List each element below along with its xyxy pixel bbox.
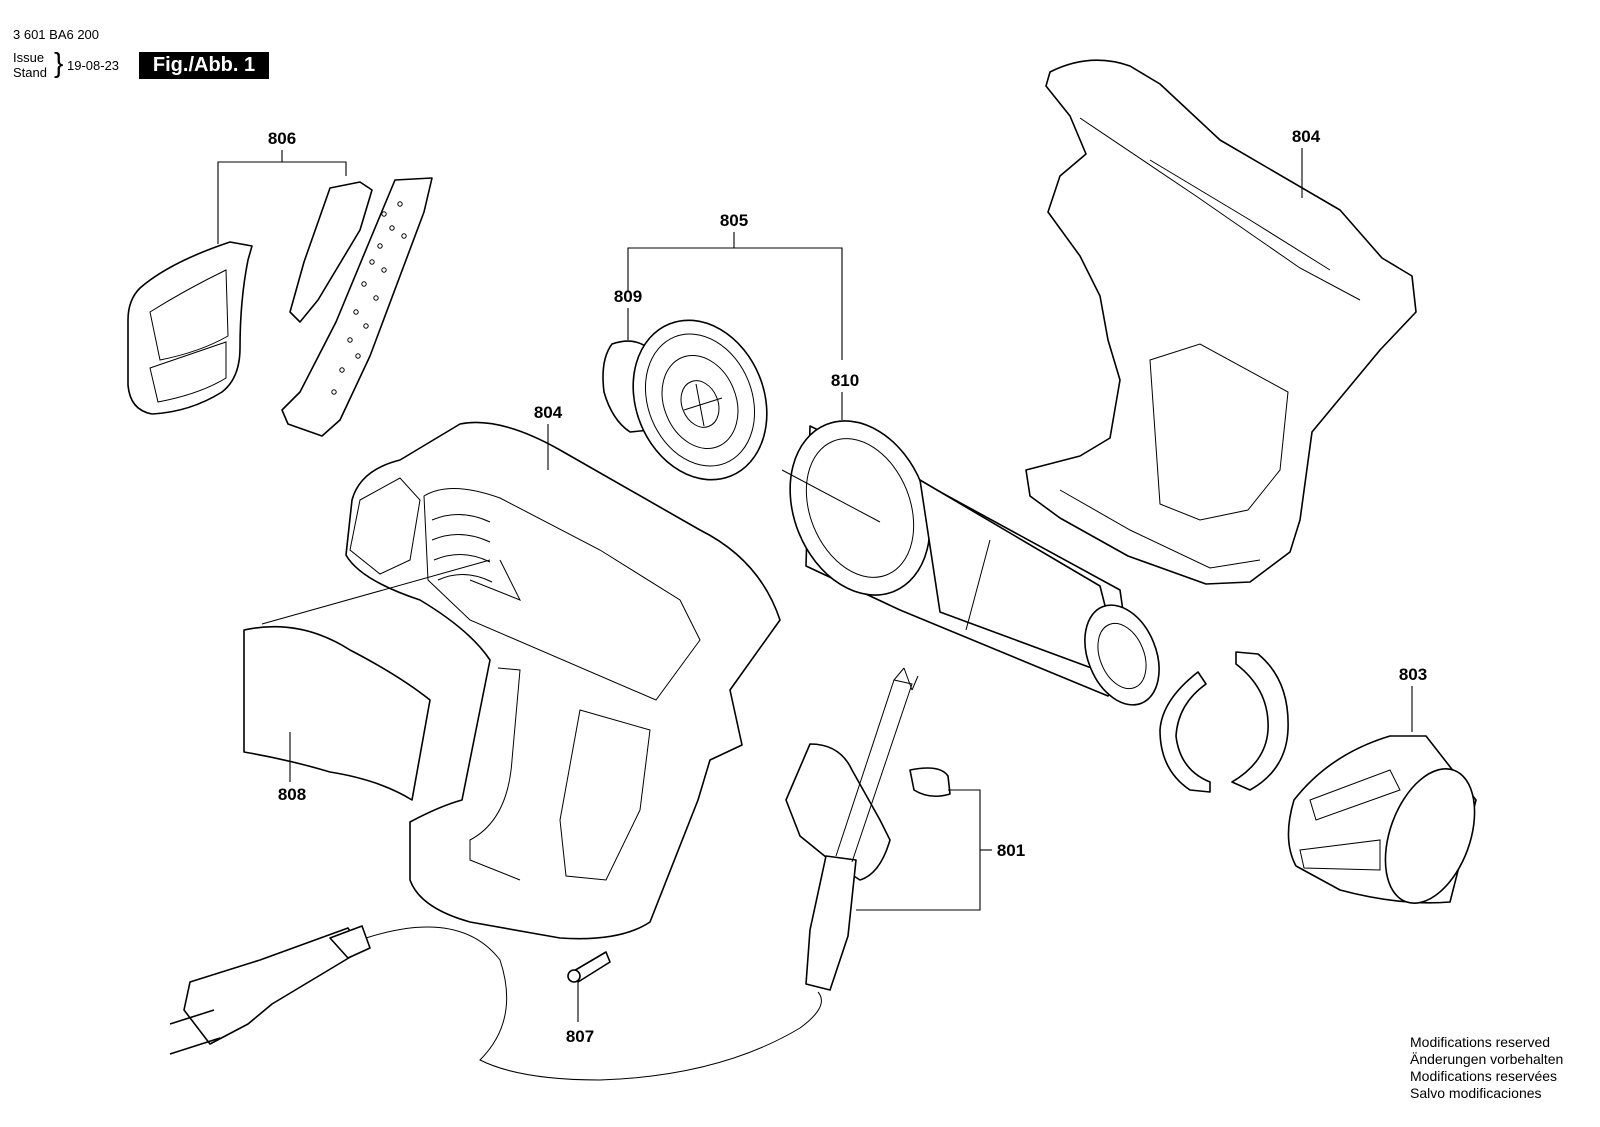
part-801-cable-strain-relief bbox=[785, 667, 951, 991]
header-brace: } bbox=[54, 47, 64, 78]
callout-806: 806 bbox=[268, 129, 296, 148]
callout-807: 807 bbox=[566, 1027, 594, 1046]
callout-804-left: 804 bbox=[534, 403, 563, 422]
part-810-heater-tube bbox=[781, 420, 1160, 706]
note-es: Salvo modificaciones bbox=[1410, 1085, 1542, 1101]
modifications-notice: Modifications reserved Änderungen vorbeh… bbox=[1410, 1034, 1563, 1102]
callout-805: 805 bbox=[720, 211, 748, 230]
part-806-circuit-board bbox=[281, 177, 433, 437]
callout-leaders bbox=[217, 148, 1413, 1022]
callout-810: 810 bbox=[831, 371, 859, 390]
part-809-motor-fan bbox=[602, 319, 768, 481]
part-807-screw bbox=[567, 951, 611, 983]
part-806-end-cap bbox=[127, 241, 253, 415]
part-803-nozzle bbox=[1287, 735, 1477, 904]
figure-badge: Fig./Abb. 1 bbox=[139, 52, 269, 79]
issue-date: 19-08-23 bbox=[67, 58, 120, 73]
callout-808: 808 bbox=[278, 785, 306, 804]
part-804-left-housing bbox=[345, 421, 781, 940]
part-804-right-housing bbox=[1025, 59, 1417, 585]
callout-803: 803 bbox=[1399, 665, 1427, 684]
callout-809: 809 bbox=[614, 287, 642, 306]
note-en: Modifications reserved bbox=[1410, 1034, 1551, 1050]
issue-label: Issue bbox=[13, 50, 45, 65]
stand-label: Stand bbox=[13, 65, 47, 80]
callout-804-right: 804 bbox=[1292, 127, 1321, 146]
note-fr: Modifications reservées bbox=[1410, 1068, 1558, 1084]
part-number: 3 601 BA6 200 bbox=[13, 27, 100, 42]
note-de: Änderungen vorbehalten bbox=[1410, 1051, 1564, 1067]
part-mains-plug bbox=[169, 925, 822, 1081]
callout-801: 801 bbox=[997, 841, 1025, 860]
part-retaining-clips bbox=[1159, 651, 1289, 793]
